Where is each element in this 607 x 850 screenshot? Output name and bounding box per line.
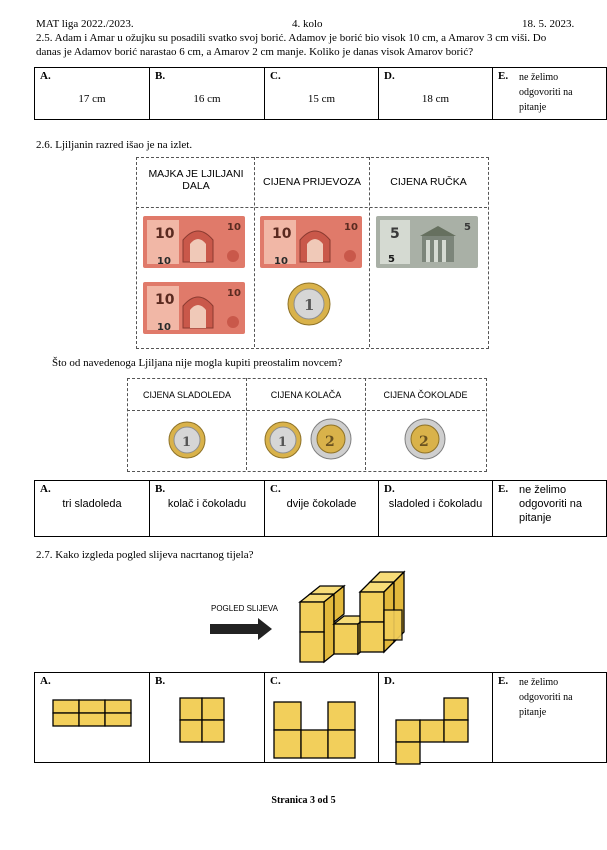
answer-2-5-d[interactable]: D.18 cm	[378, 67, 493, 120]
answers-2-6: A.tri sladoleda B.kolač i čokoladu C.dvi…	[34, 480, 607, 537]
price-table	[127, 378, 487, 472]
svg-text:10: 10	[155, 226, 175, 242]
header-cake-price: CIJENA KOLAČA	[270, 390, 342, 400]
svg-text:10: 10	[157, 256, 171, 267]
answers-2-5: A.17 cm B.16 cm C.15 cm D.18 cm E.ne žel…	[34, 67, 607, 120]
header-icecream-price: CIJENA SLADOLEDA	[142, 390, 232, 400]
banknote-10-euro-1: 10 10 10	[143, 216, 245, 268]
answer-2-7-b[interactable]: B.	[149, 672, 265, 763]
answer-2-7-c[interactable]: C.	[264, 672, 379, 763]
svg-text:2: 2	[419, 434, 429, 450]
answer-2-7-a[interactable]: A.	[34, 672, 150, 763]
banknote-5-euro-lunch: 5 5 5	[376, 216, 478, 268]
coin-2-euro-cake: 2	[310, 418, 352, 460]
banknote-10-euro-2: 10 10 10	[143, 282, 245, 334]
svg-text:10: 10	[227, 288, 241, 299]
round-number: 4. kolo	[292, 18, 323, 30]
league-title: MAT liga 2022./2023.	[36, 18, 134, 30]
header-lunch-price: CIJENA RUČKA	[390, 176, 467, 188]
svg-text:5: 5	[390, 226, 400, 242]
coin-1-euro-transport: 1	[287, 282, 331, 326]
answer-2-7-e[interactable]: E.ne želimo odgovoriti na pitanje	[492, 672, 607, 763]
answer-2-5-b[interactable]: B.16 cm	[149, 67, 265, 120]
header-transport-price: CIJENA PRIJEVOZA	[262, 176, 362, 188]
view-option-c-grid	[273, 701, 356, 759]
svg-text:2: 2	[325, 434, 335, 450]
svg-text:10: 10	[157, 322, 171, 333]
page-footer: Stranica 3 od 5	[271, 795, 336, 806]
answer-2-5-e[interactable]: E.ne želimo odgovoriti na pitanje	[492, 67, 607, 120]
question-2-7: 2.7. Kako izgleda pogled slijeva nacrtan…	[36, 549, 254, 561]
view-option-b-grid	[179, 697, 225, 743]
banknote-10-euro-transport: 10 10 10	[260, 216, 362, 268]
coin-1-euro-cake: 1	[264, 421, 302, 459]
answer-2-7-d[interactable]: D.	[378, 672, 493, 765]
question-2-5: 2.5. Adam i Amar u ožujku su posadili sv…	[36, 31, 546, 59]
svg-text:10: 10	[274, 256, 288, 267]
svg-text:10: 10	[227, 222, 241, 233]
svg-text:10: 10	[344, 222, 358, 233]
answer-2-5-a[interactable]: A.17 cm	[34, 67, 150, 120]
header-given-money: MAJKA JE LJILJANI DALA	[148, 168, 244, 192]
answer-2-6-c[interactable]: C.dvije čokolade	[264, 480, 379, 537]
answer-2-6-a[interactable]: A.tri sladoleda	[34, 480, 150, 537]
answers-2-7: A. B. C. D. E.ne ž	[34, 672, 607, 765]
svg-text:10: 10	[272, 226, 292, 242]
cube-solid-figure	[298, 570, 406, 664]
svg-text:10: 10	[155, 292, 175, 308]
date: 18. 5. 2023.	[522, 18, 575, 30]
question-2-5-line1: 2.5. Adam i Amar u ožujku su posadili sv…	[36, 32, 547, 44]
money-table	[136, 157, 489, 349]
svg-text:5: 5	[464, 222, 471, 233]
left-view-label: POGLED SLIJEVA	[211, 604, 278, 613]
svg-text:1: 1	[278, 435, 287, 450]
view-option-d-grid	[395, 697, 469, 765]
svg-text:5: 5	[388, 254, 395, 265]
arrow-right-icon	[210, 618, 272, 640]
question-2-5-line2: danas je Adamov borić narastao 6 cm, a A…	[36, 46, 474, 58]
coin-2-euro-chocolate: 2	[404, 418, 446, 460]
svg-text:1: 1	[182, 435, 191, 450]
answer-2-6-d[interactable]: D.sladoled i čokoladu	[378, 480, 493, 537]
question-2-6-sub: Što od navedenoga Ljiljana nije mogla ku…	[52, 357, 343, 369]
answer-2-6-e[interactable]: E.ne želimo odgovoriti na pitanje	[492, 480, 607, 537]
header-chocolate-price: CIJENA ČOKOLADE	[383, 390, 468, 400]
answer-2-6-b[interactable]: B.kolač i čokoladu	[149, 480, 265, 537]
answer-2-5-c[interactable]: C.15 cm	[264, 67, 379, 120]
view-option-a-grid	[52, 699, 132, 727]
coin-1-euro-icecream: 1	[168, 421, 206, 459]
svg-text:1: 1	[304, 296, 314, 314]
question-2-6: 2.6. Ljiljanin razred išao je na izlet.	[36, 139, 193, 151]
